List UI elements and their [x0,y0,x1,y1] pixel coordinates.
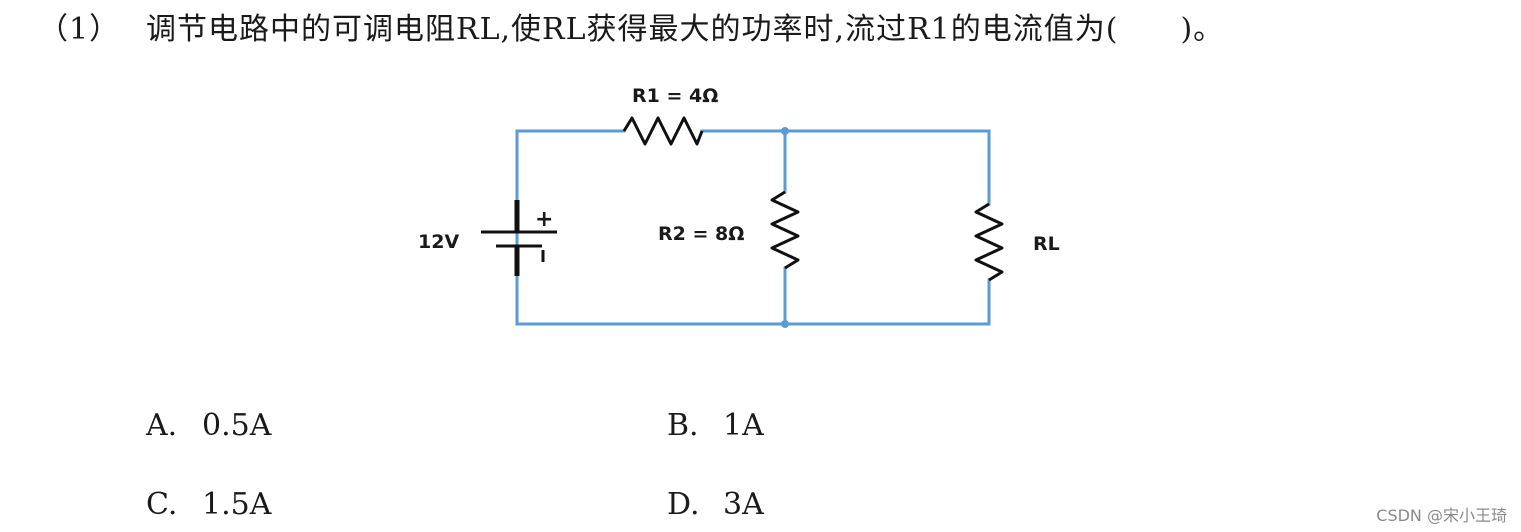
source-voltage-label: 12V [418,231,459,253]
question-text: 调节电路中的可调电阻RL,使RL获得最大的功率时,流过R1的电流值为( )。 [146,12,1225,47]
option-c[interactable]: C. 1.5A [146,485,271,525]
watermark: CSDN @宋小王琦 [1376,506,1507,525]
option-d-value: 3A [723,487,764,522]
resistor-r1 [622,116,704,146]
rl-label: RL [1033,233,1060,255]
option-a-letter: A. [146,408,178,443]
option-d[interactable]: D. 3A [667,485,764,525]
battery-plus-sign: + [535,207,553,232]
option-d-letter: D. [667,487,700,522]
junction-node-top [781,127,789,135]
option-b-value: 1A [723,408,764,443]
option-a[interactable]: A. 0.5A [146,406,271,446]
junction-node-bottom [781,320,789,328]
option-a-value: 0.5A [202,408,272,443]
resistor-rl [974,202,1004,282]
option-b-letter: B. [667,408,699,443]
resistor-r2 [770,190,800,270]
r1-label: R1 = 4Ω [632,85,718,107]
question-number: （1） [38,12,121,47]
r2-label: R2 = 8Ω [658,223,744,245]
question-stem: （1） 调节电路中的可调电阻RL,使RL获得最大的功率时,流过R1的电流值为( )… [38,8,1224,52]
option-b[interactable]: B. 1A [667,406,764,446]
circuit-wires [515,129,991,326]
option-c-value: 1.5A [202,487,272,522]
battery-symbol [481,200,557,276]
option-c-letter: C. [146,487,178,522]
